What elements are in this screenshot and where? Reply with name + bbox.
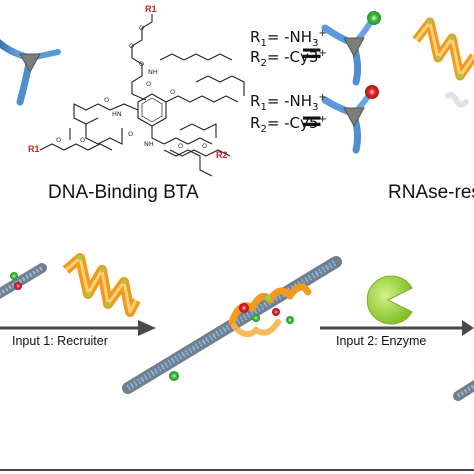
variant-cy3-equals: = xyxy=(300,36,324,69)
svg-text:O: O xyxy=(129,42,134,50)
supramolecular-fiber-left xyxy=(0,263,47,300)
variant-cy3-r2-line: R2= -Cy3+ xyxy=(250,48,327,69)
variant-cy5-equals: = xyxy=(300,104,324,137)
svg-text:O: O xyxy=(80,136,85,144)
supramolecular-fiber-center xyxy=(122,256,342,394)
enzyme-pacman xyxy=(366,275,413,325)
structure-r2-bottom: R2 xyxy=(216,150,228,160)
svg-text:NH: NH xyxy=(148,68,158,76)
svg-text:O: O xyxy=(146,80,151,88)
arrow-input1-head xyxy=(138,320,156,336)
bta-monomer-cy5 xyxy=(321,85,379,154)
caption-dna-binding-bta: DNA-Binding BTA xyxy=(48,182,199,203)
supramolecular-fiber-right xyxy=(453,379,474,401)
svg-text:O: O xyxy=(202,142,207,150)
svg-text:O: O xyxy=(56,136,61,144)
svg-text:HN: HN xyxy=(112,110,122,118)
svg-text:O: O xyxy=(170,88,175,96)
arrow-input2-head xyxy=(462,320,474,336)
variant-cy3-r1-line: R1= -NH3+ xyxy=(250,28,327,49)
rna-zigzag-top-right xyxy=(412,17,474,108)
bta-chemical-structure xyxy=(39,14,245,177)
recruiter-zigzag xyxy=(62,253,141,317)
svg-text:O: O xyxy=(139,24,144,32)
svg-text:O: O xyxy=(139,60,144,68)
svg-text:O: O xyxy=(178,142,183,150)
caption-rnase-res: RNAse-res xyxy=(388,182,474,203)
bta-monomer-cy3 xyxy=(321,11,381,86)
variant-cy5-r2-line: R2= -Cy5+ xyxy=(250,114,327,135)
svg-text:NH: NH xyxy=(144,140,154,148)
svg-text:O: O xyxy=(128,130,133,138)
arrow-input2-label: Input 2: Enzyme xyxy=(336,334,427,348)
bta-monomer-left xyxy=(0,38,61,106)
structure-r1-bottom: R1 xyxy=(28,144,40,154)
svg-text:O: O xyxy=(104,96,109,104)
variant-cy5-r1-line: R1= -NH3+ xyxy=(250,92,327,113)
arrow-input1-label: Input 1: Recruiter xyxy=(12,334,108,348)
structure-r1-top: R1 xyxy=(145,4,157,14)
